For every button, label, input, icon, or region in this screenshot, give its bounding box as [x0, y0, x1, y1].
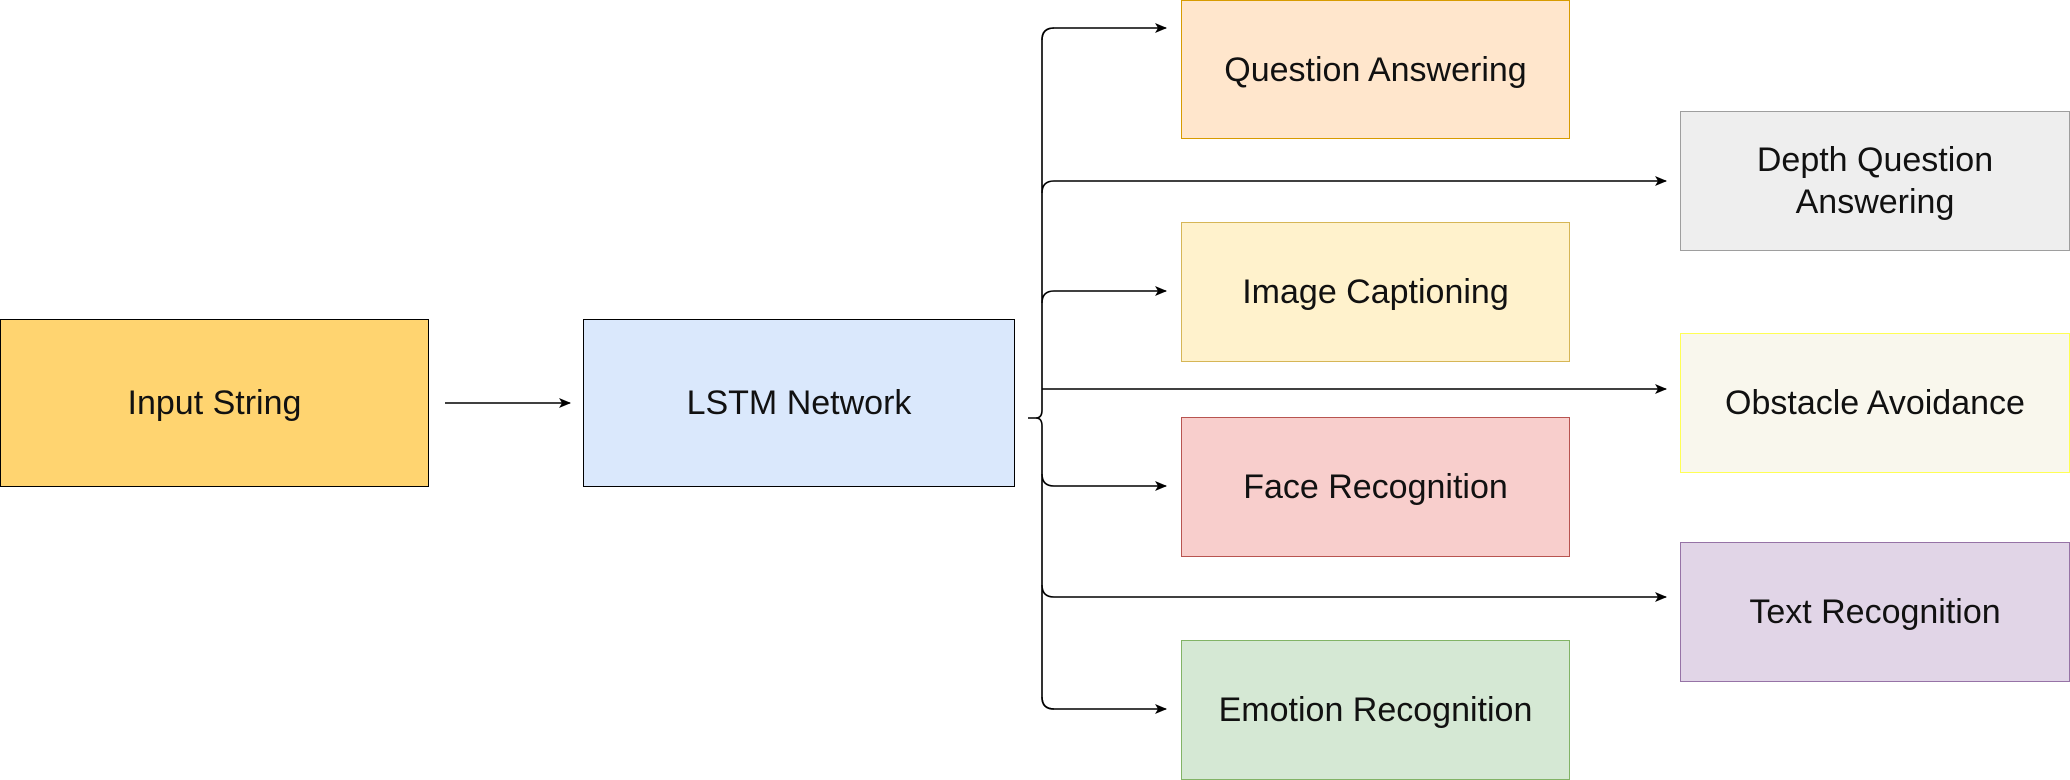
node-label: Obstacle Avoidance [1725, 384, 2025, 422]
node-label: Face Recognition [1243, 468, 1508, 506]
bus-bracket-lower [1035, 417, 1055, 710]
node-label-line-1: Depth Question [1756, 141, 1994, 179]
node-label: Text Recognition [1749, 593, 2001, 631]
node-image-captioning: Image Captioning [1181, 222, 1570, 362]
node-label: Emotion Recognition [1218, 691, 1533, 729]
node-label: Input String [127, 384, 302, 422]
edge-lstm-to-depth-question-answering [1041, 176, 1667, 194]
node-obstacle-avoidance: Obstacle Avoidance [1680, 333, 2070, 473]
node-lstm-network: LSTM Network [583, 319, 1015, 487]
edge-lstm-to-question-answering [1041, 23, 1167, 41]
node-question-answering: Question Answering [1181, 0, 1570, 139]
node-label-wrapper: Depth Question Answering [1757, 139, 1993, 223]
node-label: Question Answering [1224, 50, 1527, 89]
bus-bracket [1028, 27, 1055, 419]
node-label: Image Captioning [1242, 273, 1509, 311]
node-emotion-recognition: Emotion Recognition [1181, 640, 1570, 780]
node-label-line-2: Answering [1795, 183, 1955, 221]
node-text-recognition: Text Recognition [1680, 542, 2070, 682]
node-depth-question-answering: Depth Question Answering [1680, 111, 2070, 251]
node-label: LSTM Network [686, 384, 912, 422]
edge-lstm-to-image-captioning [1041, 286, 1167, 304]
edge-lstm-to-text-recognition [1041, 584, 1667, 602]
edge-lstm-to-face-recognition [1041, 473, 1167, 491]
node-face-recognition: Face Recognition [1181, 417, 1570, 557]
edge-lstm-to-emotion-recognition [1041, 696, 1167, 714]
node-input-string: Input String [0, 319, 429, 487]
